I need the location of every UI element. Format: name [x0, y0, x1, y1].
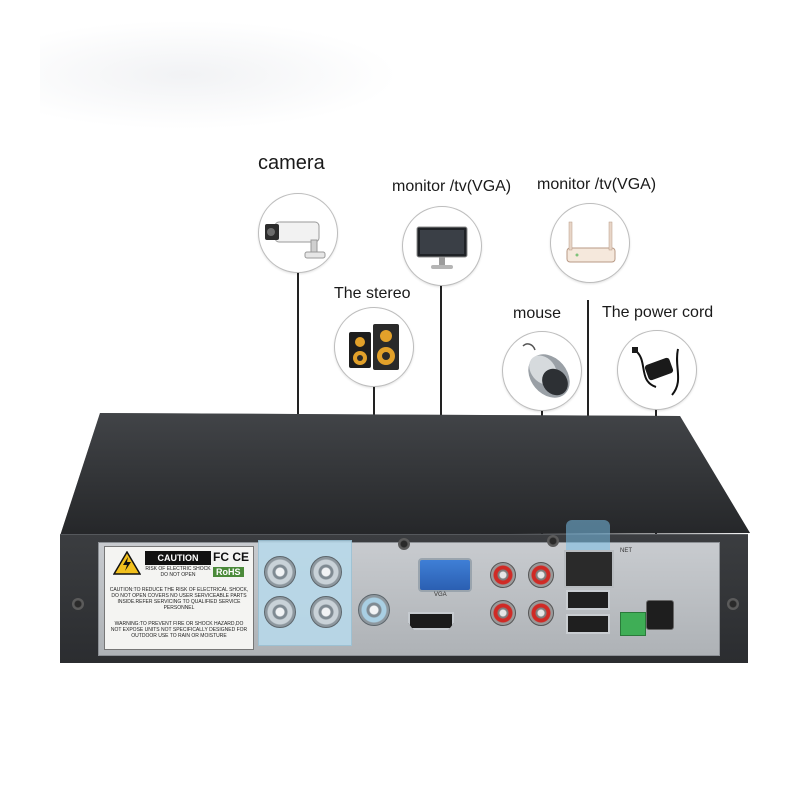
- vga-port-label: VGA: [434, 592, 447, 598]
- bnc-audio-output: [358, 594, 390, 626]
- stereo-bubble: [334, 307, 414, 387]
- bnc-video-input-3: [264, 596, 296, 628]
- label-mouse: mouse: [513, 305, 562, 322]
- vga-port: [418, 558, 472, 592]
- fcc-ce-mark: FC CE: [213, 550, 249, 564]
- line-camera: [297, 270, 299, 542]
- screw-right: [727, 598, 739, 610]
- warning-text: WARNING:TO PREVENT FIRE OR SHOCK HAZARD,…: [110, 621, 248, 639]
- warning-triangle-icon: [113, 551, 141, 575]
- bnc-video-input-2: [310, 556, 342, 588]
- router-bubble: [550, 203, 630, 283]
- label-camera: camera: [258, 152, 325, 174]
- power-bubble: [617, 330, 697, 410]
- caution-text: CAUTION:TO REDUCE THE RISK OF ELECTRICAL…: [109, 587, 249, 611]
- rca-port-2: [528, 562, 554, 588]
- label-monitor-vga: monitor /tv(VGA): [392, 178, 512, 195]
- monitor-bubble: [402, 206, 482, 286]
- terminal-block: [620, 612, 646, 636]
- watermark: [40, 20, 400, 130]
- screw-left: [72, 598, 84, 610]
- mouse-bubble: [502, 331, 582, 411]
- rca-port-4: [528, 600, 554, 626]
- screw-top-1: [398, 538, 410, 550]
- hdmi-port: [408, 612, 454, 630]
- caution-label: CAUTION RISK OF ELECTRIC SHOCK DO NOT OP…: [104, 546, 254, 650]
- router-icon: [566, 221, 616, 263]
- label-power-cord: The power cord: [602, 304, 714, 321]
- caution-subtitle: RISK OF ELECTRIC SHOCK DO NOT OPEN: [145, 566, 211, 578]
- dvr-top-cover: [60, 413, 750, 536]
- power-adapter-icon: [632, 347, 680, 396]
- rca-port-3: [490, 600, 516, 626]
- net-port-label: NET: [620, 548, 632, 554]
- camera-icon: [265, 221, 326, 259]
- mouse-icon: [522, 343, 570, 398]
- dc-power-jack: [646, 600, 674, 630]
- video-input-highlight: [258, 540, 352, 646]
- bnc-video-input-1: [264, 556, 296, 588]
- screw-top-2: [547, 535, 559, 547]
- bnc-video-input-4: [310, 596, 342, 628]
- rca-port-1: [490, 562, 516, 588]
- caution-title: CAUTION: [145, 551, 211, 565]
- line-router: [587, 300, 589, 530]
- usb-port-1: [566, 590, 610, 610]
- rohs-mark: RoHS: [213, 567, 244, 577]
- camera-bubble: [258, 193, 338, 273]
- monitor-icon: [416, 226, 468, 269]
- usb-port-2: [566, 614, 610, 634]
- speaker-icon: [349, 324, 399, 370]
- label-monitor-vga-2: monitor /tv(VGA): [537, 176, 657, 193]
- ethernet-port: [564, 550, 614, 588]
- label-stereo: The stereo: [334, 285, 411, 302]
- ethernet-highlight: [566, 520, 610, 550]
